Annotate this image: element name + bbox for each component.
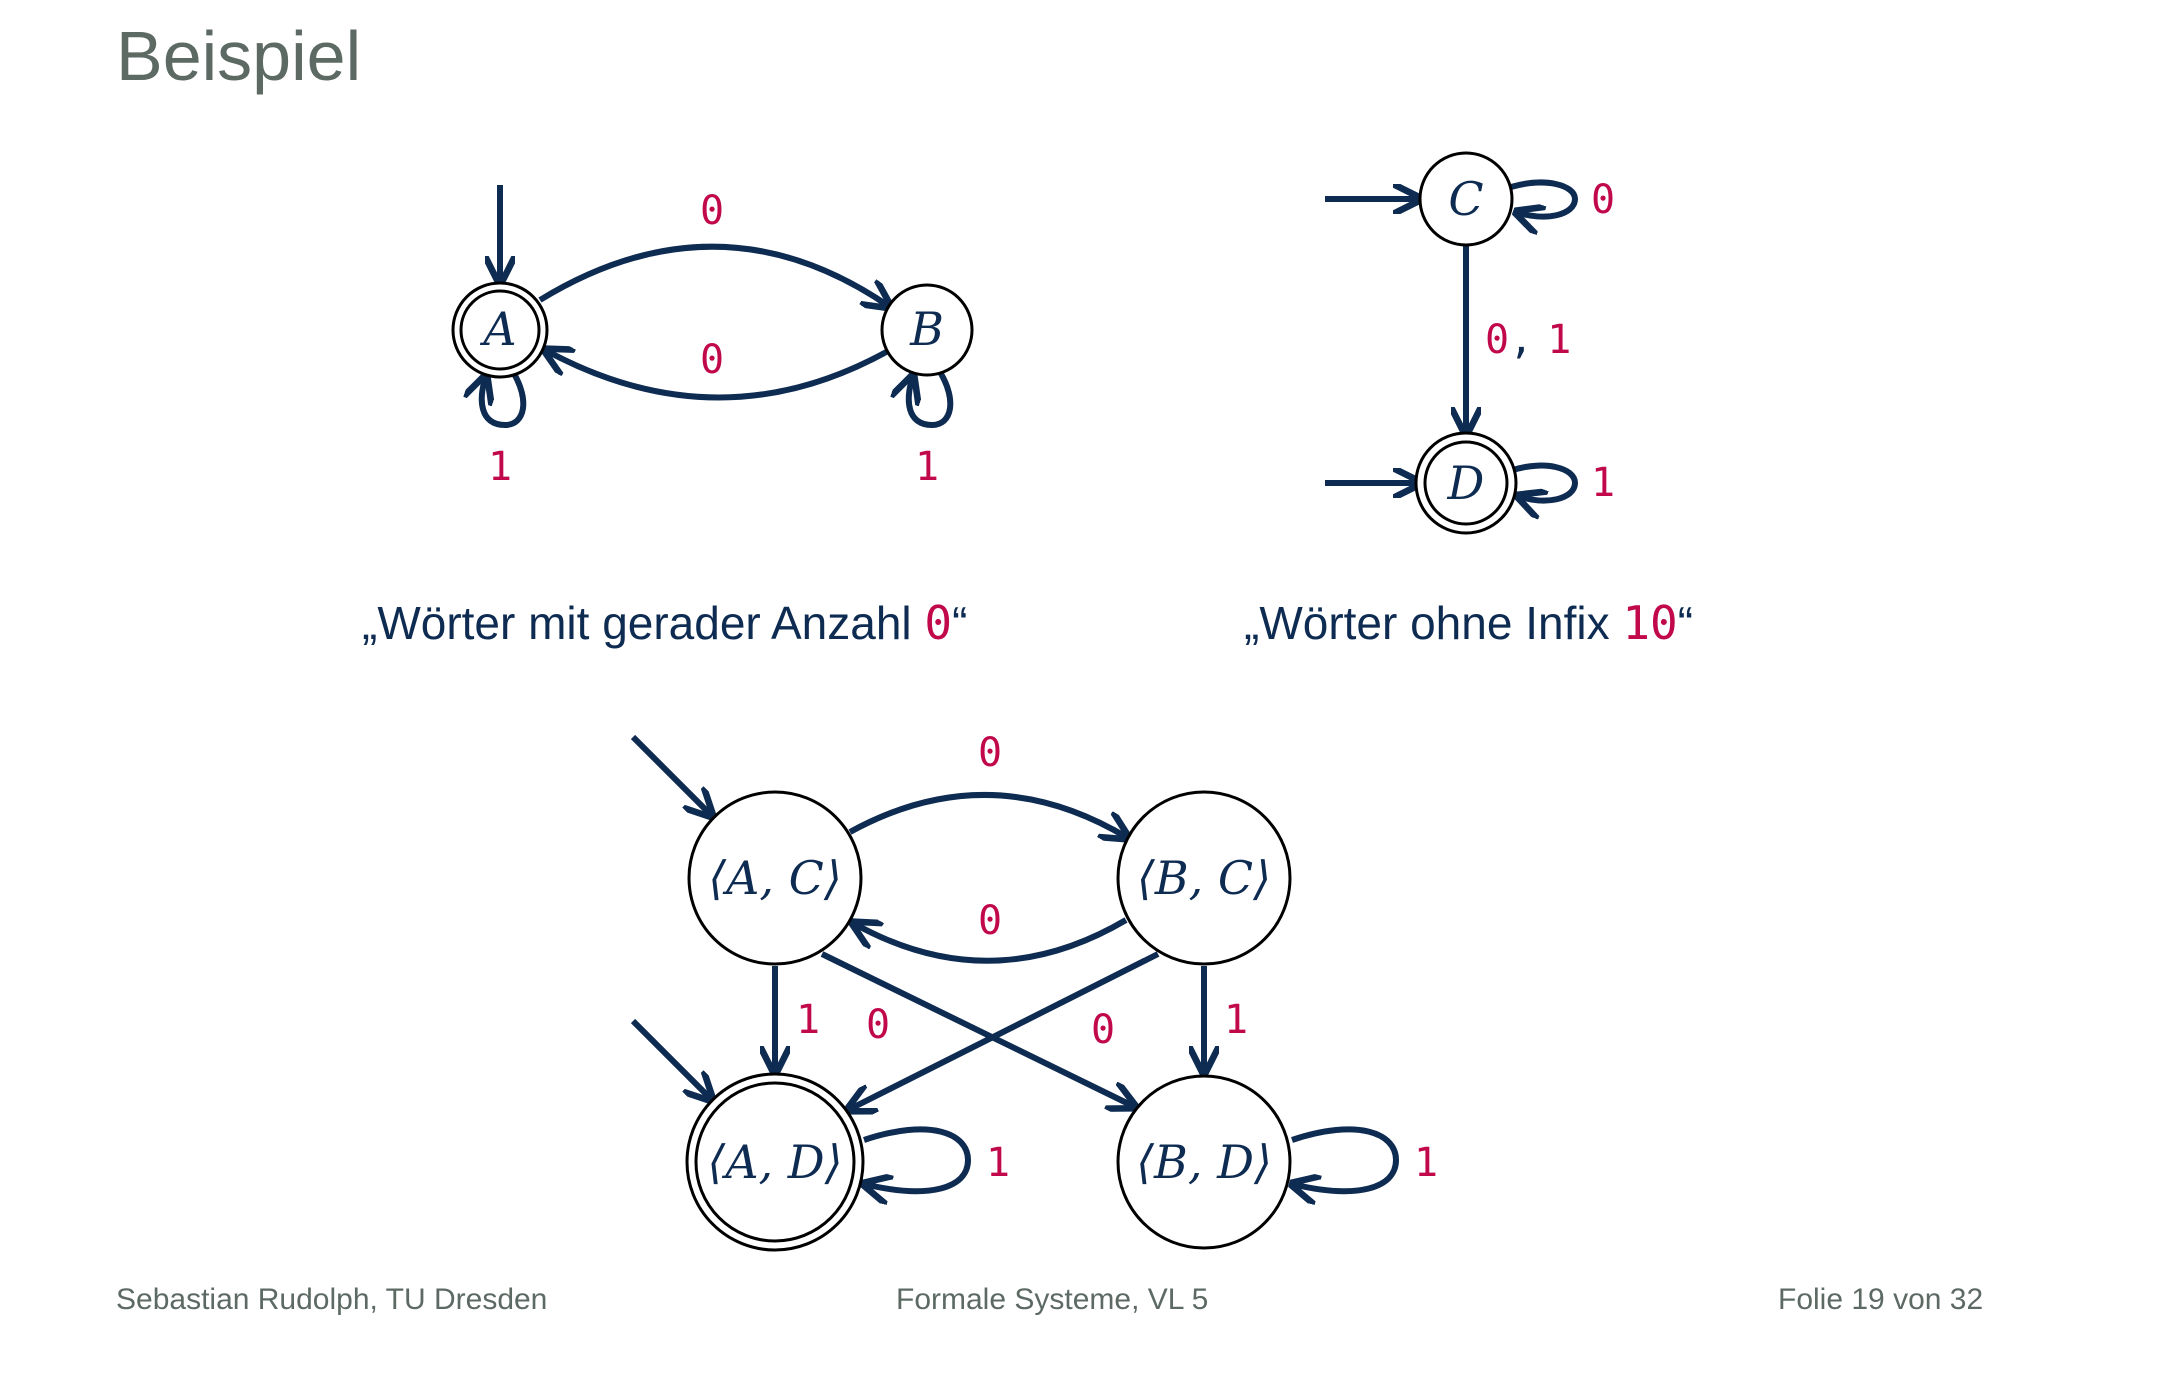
- label-b-loop: 1: [915, 444, 939, 490]
- caption-automaton-2: „Wörter ohne Infix 10“: [1244, 596, 1693, 650]
- label-bd-loop: 1: [1414, 1140, 1438, 1186]
- state-b-label: B: [909, 302, 944, 356]
- state-ad: ⟨A, D⟩: [685, 1072, 865, 1252]
- state-bc: ⟨B, C⟩: [1116, 790, 1292, 966]
- edge-start-ac: [630, 734, 712, 816]
- caption-1-prefix: „Wörter mit gerader Anzahl: [362, 597, 925, 649]
- caption-automaton-1: „Wörter mit gerader Anzahl 0“: [362, 596, 967, 650]
- caption-2-prefix: „Wörter ohne Infix: [1244, 597, 1623, 649]
- label-ac-to-bc: 0: [978, 730, 1002, 776]
- label-bc-to-ad: 0: [1091, 1007, 1115, 1053]
- state-bd: ⟨B, D⟩: [1116, 1074, 1292, 1250]
- state-ac-label: ⟨A, C⟩: [708, 851, 842, 905]
- footer-author: Sebastian Rudolph, TU Dresden: [116, 1283, 548, 1316]
- loop-bd: [1292, 1126, 1400, 1191]
- state-bd-label: ⟨B, D⟩: [1136, 1135, 1272, 1189]
- automaton-2: C D 0 1 0,1: [1325, 151, 1615, 535]
- label-bc-to-bd: 1: [1224, 997, 1248, 1043]
- state-d: D: [1414, 431, 1518, 535]
- edge-b-to-a: [545, 350, 892, 401]
- loop-c: [1511, 179, 1579, 217]
- state-c: C: [1418, 151, 1514, 247]
- caption-2-suffix: “: [1677, 597, 1694, 649]
- edge-start-ad: [630, 1018, 712, 1100]
- state-d-label: D: [1447, 456, 1485, 510]
- state-ad-label: ⟨A, D⟩: [707, 1135, 842, 1189]
- slide-title: Beispiel: [116, 17, 362, 95]
- edge-ac-to-bd: [820, 951, 1135, 1107]
- state-ac: ⟨A, C⟩: [687, 790, 863, 966]
- caption-1-suffix: “: [952, 597, 968, 649]
- product-automaton: ⟨A, C⟩ ⟨B, C⟩ ⟨A, D⟩ ⟨B, D⟩ 0 0 1 0 0 1 …: [630, 730, 1438, 1252]
- label-b-to-a: 0: [700, 337, 724, 383]
- automaton-1: A B 0 0 1 1: [451, 185, 974, 490]
- caption-2-symbol: 10: [1622, 596, 1678, 650]
- state-c-label: C: [1448, 172, 1483, 226]
- loop-a: [482, 372, 527, 429]
- label-ad-loop: 1: [986, 1140, 1010, 1186]
- edge-a-to-b: [538, 243, 890, 307]
- state-a-label: A: [479, 302, 516, 356]
- footer-course: Formale Systeme, VL 5: [896, 1283, 1209, 1316]
- label-c-loop: 0: [1591, 177, 1615, 223]
- edge-bc-to-ac: [853, 917, 1128, 964]
- label-d-loop: 1: [1591, 460, 1615, 506]
- label-a-loop: 1: [488, 444, 512, 490]
- label-c-to-d: 0,1: [1485, 317, 1571, 363]
- label-a-to-b: 0: [700, 188, 724, 234]
- caption-1-symbol: 0: [924, 596, 953, 650]
- edge-bc-to-ad: [848, 951, 1160, 1110]
- state-b: B: [880, 283, 974, 377]
- label-ac-to-ad: 1: [796, 997, 820, 1043]
- label-bc-to-ac: 0: [978, 898, 1002, 944]
- loop-d: [1513, 462, 1579, 501]
- loop-b: [909, 372, 954, 429]
- edge-ac-to-bc: [848, 792, 1128, 838]
- footer-page: Folie 19 von 32: [1778, 1283, 1984, 1316]
- state-bc-label: ⟨B, C⟩: [1137, 851, 1271, 905]
- loop-ad: [864, 1126, 972, 1191]
- state-a: A: [451, 281, 549, 379]
- label-ac-to-bd: 0: [866, 1002, 890, 1048]
